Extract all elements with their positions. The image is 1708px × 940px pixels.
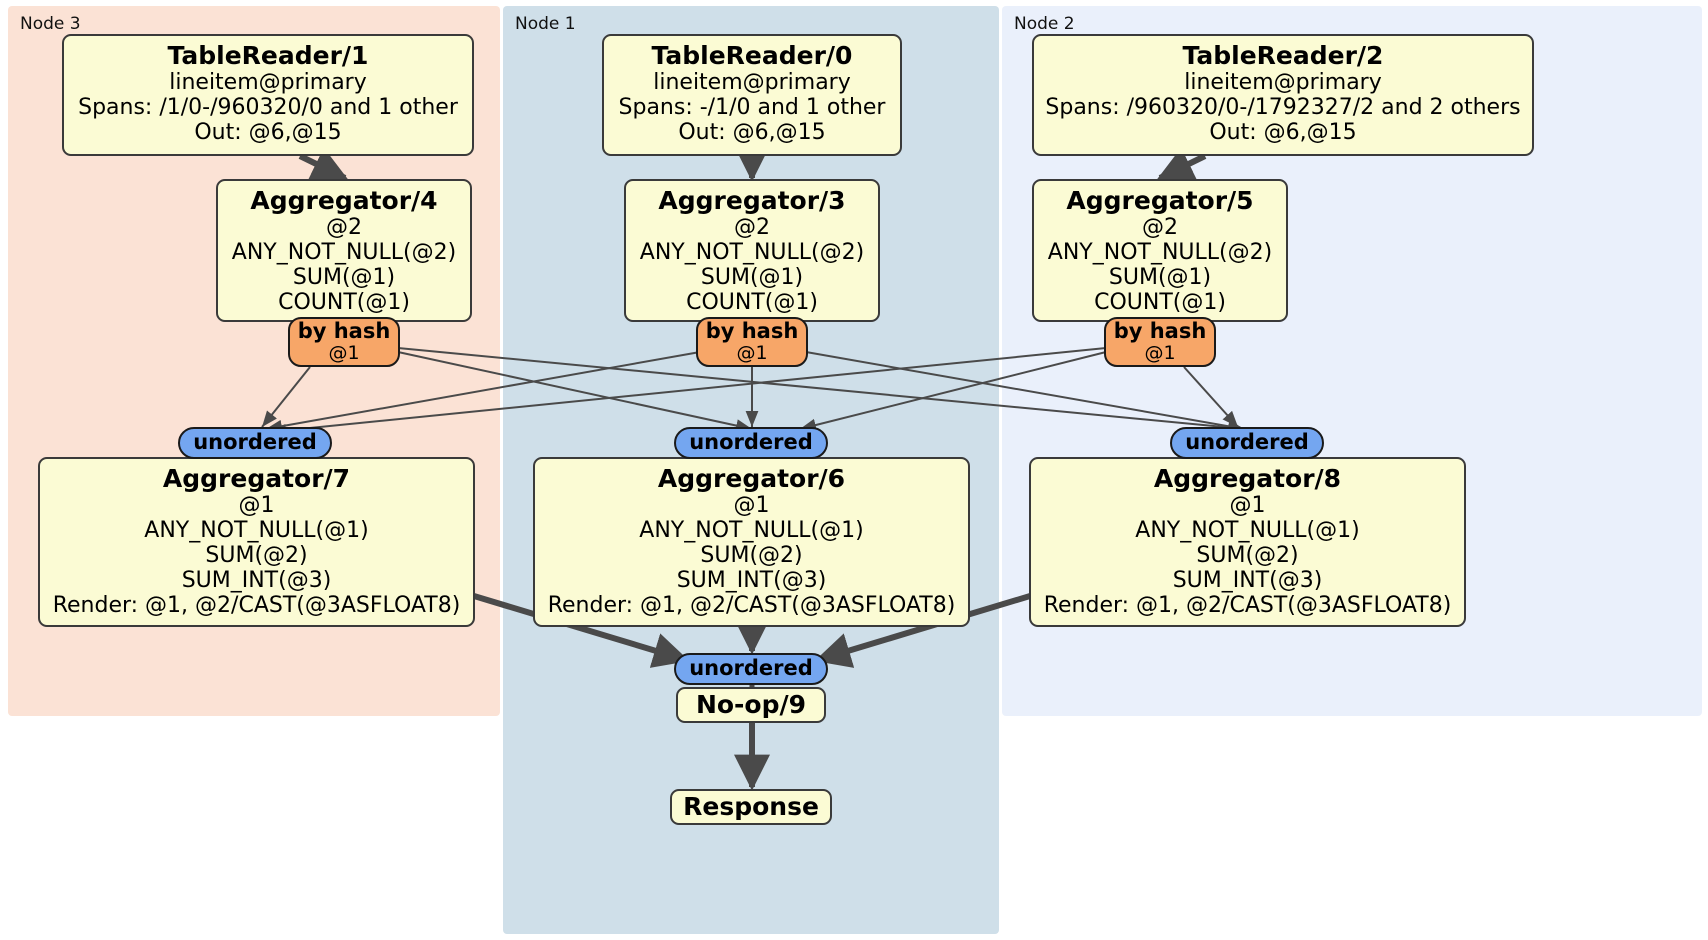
processor-detail-line: SUM(@2)	[700, 543, 803, 569]
badge-title: by hash	[297, 319, 391, 343]
processor-title: Aggregator/4	[250, 186, 438, 215]
node-label: Node 2	[1014, 14, 1075, 34]
badge-title: unordered	[689, 430, 813, 455]
processor-detail-line: @1	[1229, 493, 1266, 518]
processor-detail-line: SUM_INT(@3)	[181, 568, 332, 594]
processor-detail-line: Spans: -/1/0 and 1 other	[618, 95, 886, 121]
processor-detail-line: Spans: /960320/0-/1792327/2 and 2 others	[1045, 95, 1521, 121]
processor-detail-line: ANY_NOT_NULL(@2)	[1047, 240, 1273, 266]
processor-detail-line: ANY_NOT_NULL(@1)	[639, 518, 864, 544]
processor-detail-line: Out: @6,@15	[194, 120, 342, 146]
processor-detail-line: Spans: /1/0-/960320/0 and 1 other	[78, 95, 458, 121]
processor-title: Aggregator/3	[658, 186, 846, 215]
badge-subtitle: @1	[328, 342, 360, 365]
processor-detail-line: ANY_NOT_NULL(@2)	[639, 240, 865, 266]
badge-title: by hash	[1113, 319, 1207, 343]
processor-title: TableReader/2	[1182, 41, 1384, 70]
node-label: Node 1	[515, 14, 576, 34]
processor-detail-line: Out: @6,@15	[678, 120, 826, 146]
processor-detail-line: ANY_NOT_NULL(@1)	[144, 518, 369, 544]
processor-detail-line: SUM(@1)	[292, 265, 396, 291]
processor-detail-line: lineitem@primary	[1184, 70, 1382, 95]
processor-detail-line: SUM(@1)	[700, 265, 804, 291]
processor-title: Response	[683, 792, 819, 821]
processor-detail-line: @2	[326, 215, 362, 240]
badge-unordered-final[interactable]: unordered	[674, 653, 828, 685]
processor-detail-line: SUM(@2)	[205, 543, 308, 569]
processor-detail-line: @1	[733, 493, 770, 518]
processor-detail-line: @2	[734, 215, 770, 240]
processor-title: TableReader/1	[167, 41, 369, 70]
badge-hash-left[interactable]: by hash@1	[288, 317, 400, 367]
badge-subtitle: @1	[1144, 342, 1176, 365]
processor-detail-line: COUNT(@1)	[278, 290, 410, 316]
processor-detail-line: COUNT(@1)	[1094, 290, 1226, 316]
processor-detail-line: SUM_INT(@3)	[676, 568, 827, 594]
badge-unordered-right[interactable]: unordered	[1170, 427, 1324, 459]
processor-title: Aggregator/8	[1153, 464, 1342, 493]
processor-response[interactable]: Response	[670, 789, 832, 825]
processor-title: Aggregator/5	[1066, 186, 1254, 215]
processor-title: No-op/9	[695, 690, 807, 719]
processor-detail-line: SUM(@2)	[1196, 543, 1299, 569]
processor-title: Aggregator/7	[162, 464, 351, 493]
badge-unordered-left[interactable]: unordered	[178, 427, 332, 459]
processor-detail-line: Render: @1, @2/CAST(@3ASFLOAT8)	[1043, 593, 1452, 619]
processor-detail-line: Render: @1, @2/CAST(@3ASFLOAT8)	[547, 593, 956, 619]
node-label: Node 3	[20, 14, 81, 34]
badge-unordered-center[interactable]: unordered	[674, 427, 828, 459]
processor-detail-line: Out: @6,@15	[1209, 120, 1357, 146]
processor-detail-line: lineitem@primary	[169, 70, 367, 95]
processor-detail-line: SUM(@1)	[1108, 265, 1212, 291]
badge-hash-center[interactable]: by hash@1	[696, 317, 808, 367]
processor-detail-line: Render: @1, @2/CAST(@3ASFLOAT8)	[52, 593, 461, 619]
processor-detail-line: ANY_NOT_NULL(@2)	[231, 240, 457, 266]
processor-title: TableReader/0	[651, 41, 853, 70]
badge-title: by hash	[705, 319, 799, 343]
badge-title: unordered	[689, 656, 813, 681]
processor-detail-line: lineitem@primary	[653, 70, 851, 95]
processor-detail-line: COUNT(@1)	[686, 290, 818, 316]
processor-detail-line: SUM_INT(@3)	[1172, 568, 1323, 594]
badge-subtitle: @1	[736, 342, 768, 365]
processor-noop9[interactable]: No-op/9	[676, 687, 826, 723]
processor-detail-line: ANY_NOT_NULL(@1)	[1135, 518, 1360, 544]
badge-title: unordered	[1185, 430, 1309, 455]
badge-hash-right[interactable]: by hash@1	[1104, 317, 1216, 367]
processor-detail-line: @2	[1142, 215, 1178, 240]
processor-detail-line: @1	[238, 493, 275, 518]
badge-title: unordered	[193, 430, 317, 455]
processor-title: Aggregator/6	[657, 464, 846, 493]
